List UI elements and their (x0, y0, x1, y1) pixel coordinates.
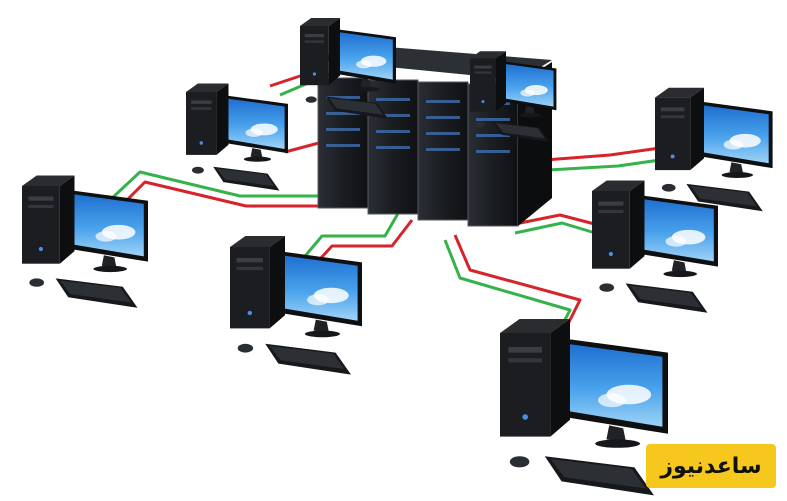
watermark-logo: ساعدنیوز (646, 444, 776, 488)
